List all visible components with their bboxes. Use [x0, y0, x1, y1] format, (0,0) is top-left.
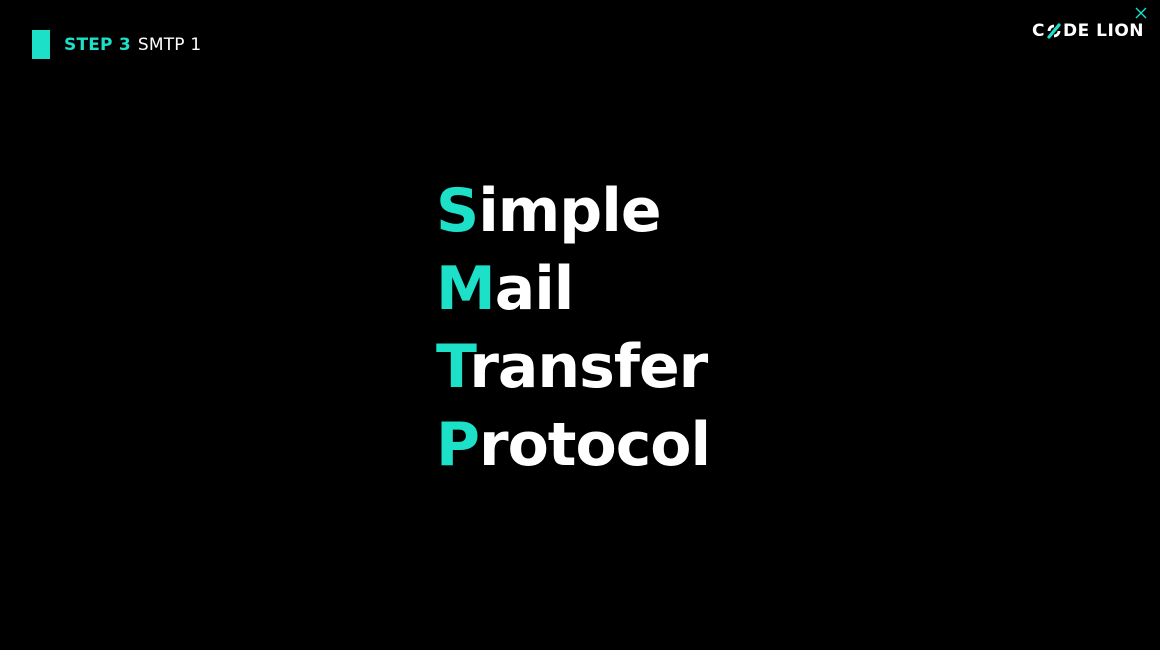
acronym-initial: P	[436, 410, 480, 480]
acronym-initial: M	[436, 254, 496, 324]
acronym-row-simple: Simple	[436, 172, 710, 250]
step-label: STEP 3	[64, 34, 131, 55]
acronym-row-mail: Mail	[436, 250, 710, 328]
acronym-word-rest: ransfer	[469, 332, 708, 402]
acronym-initial: T	[436, 332, 470, 402]
smtp-acronym: Simple Mail Transfer Protocol	[436, 172, 711, 484]
acronym-row-transfer: Transfer	[436, 328, 710, 406]
step-header: STEP 3 SMTP 1	[32, 30, 201, 59]
step-marker	[32, 30, 50, 59]
logo-wordmark: C DE LION	[1032, 22, 1144, 40]
logo-text-left: C	[1032, 20, 1046, 41]
acronym-word-rest: imple	[478, 176, 661, 246]
code-lion-logo: C DE LION	[1032, 10, 1144, 40]
acronym-row-protocol: Protocol	[436, 406, 711, 484]
acronym-word-rest: ail	[494, 254, 575, 324]
acronym-initial: S	[436, 176, 479, 246]
slash-o-icon	[1047, 23, 1061, 39]
acronym-word-rest: rotocol	[478, 410, 711, 480]
close-icon[interactable]	[1134, 6, 1148, 20]
logo-text-right: DE LION	[1063, 20, 1144, 41]
step-title: SMTP 1	[137, 34, 202, 55]
